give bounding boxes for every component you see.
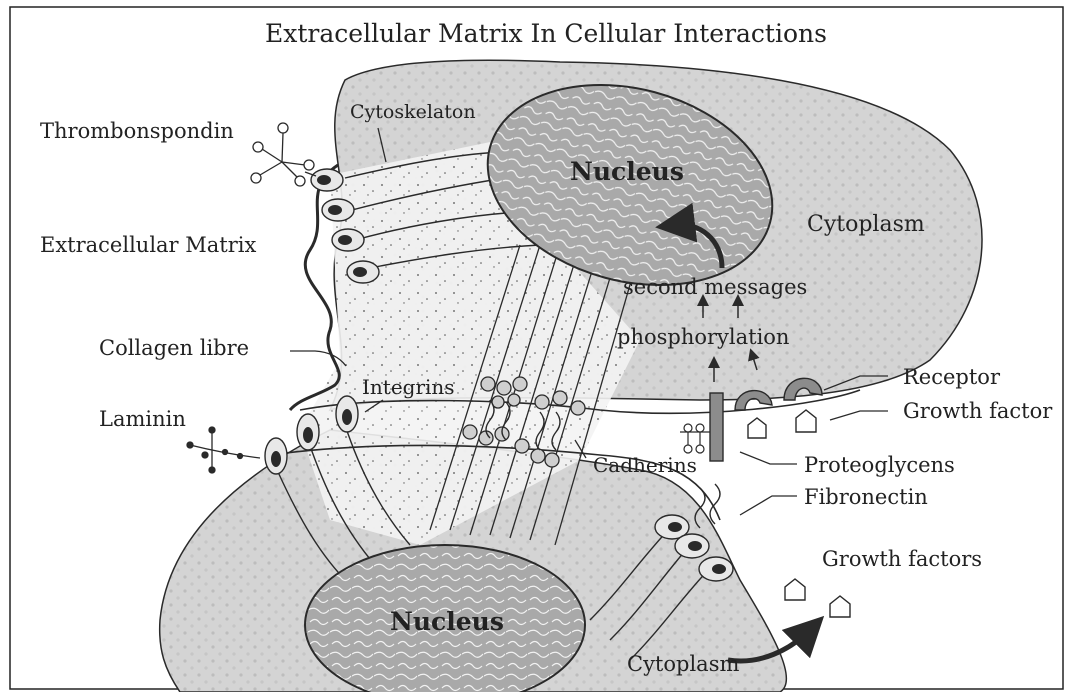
diagram-title: Extracellular Matrix In Cellular Interac… — [265, 19, 827, 48]
label-cytoplasm-bottom: Cytoplasm — [627, 652, 739, 676]
label-proteoglycans: Proteoglycens — [804, 453, 955, 477]
label-growth-factors: Growth factors — [822, 547, 982, 571]
label-integrins: Integrins — [362, 375, 455, 399]
label-thrombonspondin: Thrombonspondin — [40, 119, 234, 143]
label-extracellular-matrix: Extracellular Matrix — [40, 233, 256, 257]
label-cytoplasm-top: Cytoplasm — [807, 212, 925, 237]
label-cytoskeleton: Cytoskelaton — [350, 101, 476, 123]
label-collagen-fibre: Collagen libre — [99, 336, 249, 360]
label-nucleus-top: Nucleus — [570, 157, 684, 186]
label-fibronectin: Fibronectin — [804, 485, 928, 509]
proteoglycan-bar — [710, 393, 723, 461]
label-phosphorylation: phosphorylation — [617, 325, 789, 349]
label-nucleus-bottom: Nucleus — [390, 607, 504, 636]
label-growth-factor: Growth factor — [903, 399, 1053, 423]
label-laminin: Laminin — [99, 407, 186, 431]
label-receptor: Receptor — [903, 365, 1001, 389]
label-second-messages: second messages — [623, 275, 807, 299]
label-cadherins: Cadherins — [593, 453, 697, 477]
